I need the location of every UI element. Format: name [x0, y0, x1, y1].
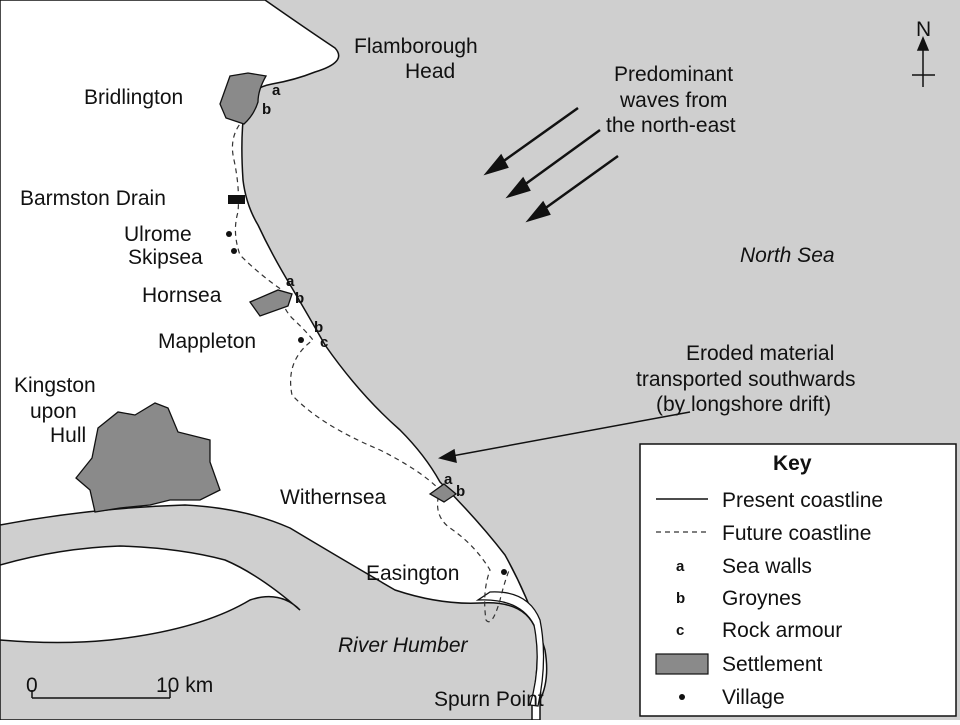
wave-arrows	[483, 106, 619, 223]
scale-bar	[31, 690, 171, 699]
river-humber	[0, 504, 539, 721]
marker-a-hornsea: a	[286, 273, 295, 290]
village-dot-mappleton	[298, 337, 304, 343]
label-hull-1: Kingston	[14, 374, 96, 397]
key-village-dot	[679, 694, 685, 700]
marker-a-bridlington: a	[272, 82, 281, 99]
drift-arrow	[438, 411, 691, 464]
key-settlement-swatch	[655, 653, 709, 675]
label-bridlington: Bridlington	[84, 86, 183, 109]
village-dot-easington	[501, 569, 507, 575]
label-river-humber: River Humber	[338, 634, 469, 657]
key-c-letter: c	[676, 622, 684, 639]
village-dot-ulrome	[226, 231, 232, 237]
label-ulrome: Ulrome	[124, 223, 192, 246]
waves-text-2: waves from	[619, 89, 727, 112]
marker-b-hornsea: b	[295, 290, 304, 307]
drift-text-3: (by longshore drift)	[656, 393, 831, 416]
scale-ten: 10 km	[156, 674, 213, 697]
key-title: Key	[773, 452, 812, 475]
drift-text-1: Eroded material	[686, 342, 834, 365]
marker-a-withernsea: a	[444, 471, 453, 488]
marker-b-bridlington: b	[262, 101, 271, 118]
label-spurn-point: Spurn Point	[434, 688, 544, 711]
label-barmston: Barmston Drain	[20, 187, 166, 210]
drift-text-2: transported southwards	[636, 368, 855, 391]
barmston-drain-marker	[228, 195, 245, 204]
marker-b-mappleton: b	[314, 319, 323, 336]
settlement-hull	[75, 402, 221, 513]
waves-text-3: the north-east	[606, 114, 736, 137]
label-flamborough-1: Flamborough	[354, 35, 478, 58]
key-a-text: Sea walls	[722, 555, 812, 578]
label-hornsea: Hornsea	[142, 284, 222, 307]
settlement-hornsea	[249, 289, 293, 317]
label-hull-3: Hull	[50, 424, 86, 447]
map-key: Key Present coastline Future coastline a…	[639, 443, 957, 717]
marker-b-withernsea: b	[456, 483, 465, 500]
key-b-letter: b	[676, 590, 685, 607]
key-settlement-text: Settlement	[722, 653, 823, 676]
spurn-spit	[475, 591, 545, 707]
north-arrow-icon	[912, 36, 935, 87]
label-mappleton: Mappleton	[158, 330, 256, 353]
key-future-text: Future coastline	[722, 522, 871, 545]
scale-zero: 0	[26, 674, 38, 697]
key-a-letter: a	[676, 558, 685, 575]
key-b-text: Groynes	[722, 587, 801, 610]
label-easington: Easington	[366, 562, 459, 585]
settlement-withernsea	[428, 483, 458, 503]
key-present-text: Present coastline	[722, 489, 883, 512]
village-dot-skipsea	[231, 248, 237, 254]
key-village-text: Village	[722, 686, 785, 709]
key-c-text: Rock armour	[722, 619, 842, 642]
future-coastline	[231, 117, 511, 623]
label-withernsea: Withernsea	[280, 486, 387, 509]
waves-text-1: Predominant	[614, 63, 733, 86]
label-hull-2: upon	[30, 400, 77, 423]
marker-c-mappleton: c	[320, 334, 328, 351]
north-label: N	[916, 18, 931, 41]
label-skipsea: Skipsea	[128, 246, 203, 269]
label-north-sea: North Sea	[740, 244, 835, 267]
label-flamborough-2: Head	[405, 60, 455, 83]
settlement-bridlington	[219, 72, 268, 125]
